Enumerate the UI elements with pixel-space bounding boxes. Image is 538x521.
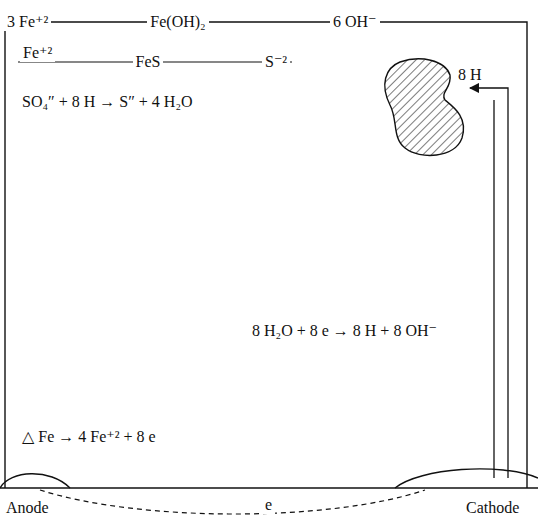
ion-label: 6 OH⁻ bbox=[330, 13, 380, 31]
electron-label: e bbox=[262, 496, 275, 514]
hydrogen-label: 8 H bbox=[458, 66, 482, 84]
electrode-label: Cathode bbox=[466, 499, 519, 517]
hydrogen-arrow bbox=[470, 88, 508, 478]
reaction-equation: △ Fe → 4 Fe⁺² + 8 e bbox=[22, 428, 156, 446]
electron-path bbox=[40, 490, 425, 514]
cathode-bump bbox=[395, 469, 538, 488]
compound-label: FeS bbox=[133, 53, 164, 71]
ion-label: 3 Fe⁺² bbox=[4, 13, 51, 31]
compound-label: Fe(OH)₂ bbox=[147, 13, 208, 31]
ion-label: S⁻² bbox=[262, 53, 290, 71]
reaction-equation: SO₄″ + 8 H → S″ + 4 H₂O bbox=[22, 93, 193, 111]
metal-surface bbox=[0, 487, 538, 488]
electrode-label: Anode bbox=[6, 499, 49, 517]
bacteria-blob bbox=[385, 59, 464, 156]
reaction-equation: 8 H₂O + 8 e → 8 H + 8 OH⁻ bbox=[252, 322, 437, 340]
hydrogen-line bbox=[493, 100, 494, 478]
ion-label: Fe⁺² bbox=[20, 44, 55, 62]
cell-frame bbox=[5, 22, 527, 488]
anode-bump bbox=[0, 474, 70, 488]
